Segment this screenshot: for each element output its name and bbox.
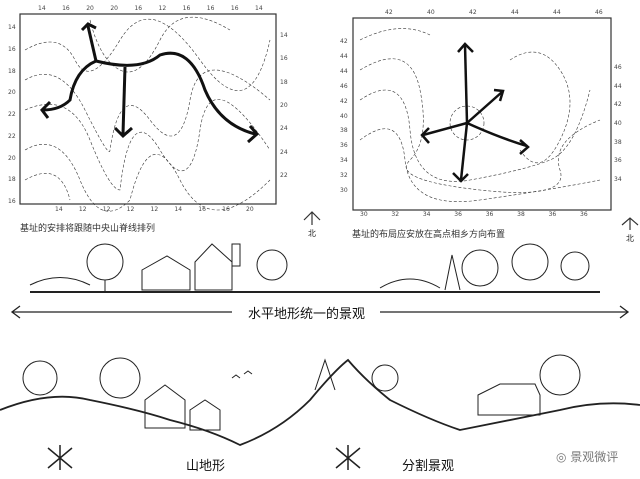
tick-label: 16 xyxy=(8,45,16,53)
tick-label: 22 xyxy=(8,111,16,118)
tick-label: 16 xyxy=(222,206,230,213)
top-right-caption: 基址的布局应安放在高点相乡方向布置 xyxy=(352,230,506,240)
tick-label: 38 xyxy=(517,211,525,218)
tick-label: 36 xyxy=(580,211,588,218)
tick-label: 40 xyxy=(614,120,622,127)
wechat-icon: ◎ xyxy=(556,450,571,464)
tick-label: 42 xyxy=(340,97,348,105)
flat-landscape-label: 水平地形统一的景观 xyxy=(248,307,366,322)
tick-label: 32 xyxy=(391,211,400,218)
tick-label: 32 xyxy=(340,172,348,180)
tick-label: 20 xyxy=(8,89,16,97)
tick-label: 38 xyxy=(614,138,622,146)
tick-label: 16 xyxy=(134,5,143,12)
tick-label: 20 xyxy=(246,206,254,213)
tick-label: 24 xyxy=(280,148,288,156)
tick-label: 16 xyxy=(280,55,288,63)
divided-landscape-label: 分割景观 xyxy=(402,459,455,474)
tick-label: 12 xyxy=(126,206,135,213)
tick-label: 16 xyxy=(62,5,70,12)
tick-label: 44 xyxy=(340,67,348,75)
highpoint-contour-map xyxy=(352,17,612,211)
tick-label: 44 xyxy=(614,82,622,90)
tick-label: 42 xyxy=(340,38,348,45)
watermark: ◎ 景观微评 xyxy=(556,450,619,464)
tick-label: 14 xyxy=(55,206,63,213)
tick-label: 16 xyxy=(230,5,239,12)
tick-label: 46 xyxy=(340,82,348,90)
tick-label: 40 xyxy=(340,112,348,120)
tick-label: 44 xyxy=(340,52,348,60)
tick-label: 20 xyxy=(8,154,16,162)
tick-label: 18 xyxy=(8,176,16,184)
tick-label: 16 xyxy=(8,198,16,205)
tick-label: 12 xyxy=(78,206,87,213)
tick-label: 30 xyxy=(360,211,368,218)
tick-label: 34 xyxy=(614,176,622,183)
tick-label: 30 xyxy=(340,187,348,194)
tick-label: 20 xyxy=(280,102,288,109)
tick-label: 36 xyxy=(454,211,462,218)
tick-label: 36 xyxy=(340,142,348,150)
tick-label: 22 xyxy=(280,172,288,179)
tick-label: 44 xyxy=(511,9,519,16)
tick-label: 12 xyxy=(150,206,159,213)
tick-label: 14 xyxy=(255,5,263,12)
tick-label: 42 xyxy=(614,101,622,109)
tick-label: 34 xyxy=(340,157,348,165)
tick-label: 46 xyxy=(595,9,603,16)
tick-label: 16 xyxy=(198,206,206,213)
tick-label: 16 xyxy=(206,5,215,12)
tick-label: 44 xyxy=(553,9,561,16)
flat-landscape-section xyxy=(10,243,630,319)
tick-label: 16 xyxy=(182,5,191,12)
tick-label: 20 xyxy=(110,5,118,12)
tick-label: 36 xyxy=(485,211,494,218)
hill-landscape-section xyxy=(0,354,640,470)
tick-label: 42 xyxy=(385,9,393,16)
top-left-caption: 基址的安排将跟随中央山脊线排列 xyxy=(20,224,156,234)
tick-label: 34 xyxy=(422,211,431,218)
tick-label: 12 xyxy=(158,5,167,12)
hill-landform-label: 山地形 xyxy=(186,459,226,474)
tick-label: 24 xyxy=(280,125,288,133)
tick-label: 14 xyxy=(280,32,288,39)
tick-label: 12 xyxy=(102,206,111,213)
tick-label: 40 xyxy=(427,9,435,16)
north-label: 北 xyxy=(308,229,316,238)
tick-label: 18 xyxy=(8,67,16,75)
tick-label: 14 xyxy=(8,24,16,31)
tick-label: 36 xyxy=(614,157,622,165)
tick-label: 38 xyxy=(340,127,348,135)
ridge-contour-map xyxy=(19,13,277,212)
tick-label: 14 xyxy=(38,5,46,12)
north-arrow-icon xyxy=(303,211,639,230)
tick-label: 36 xyxy=(548,211,557,218)
tick-label: 18 xyxy=(280,78,288,86)
tick-label: 22 xyxy=(8,132,16,140)
tick-label: 20 xyxy=(86,5,94,12)
north-label: 北 xyxy=(626,234,634,243)
tick-label: 42 xyxy=(469,9,477,16)
tick-label: 46 xyxy=(614,64,622,71)
tick-label: 14 xyxy=(174,206,183,213)
